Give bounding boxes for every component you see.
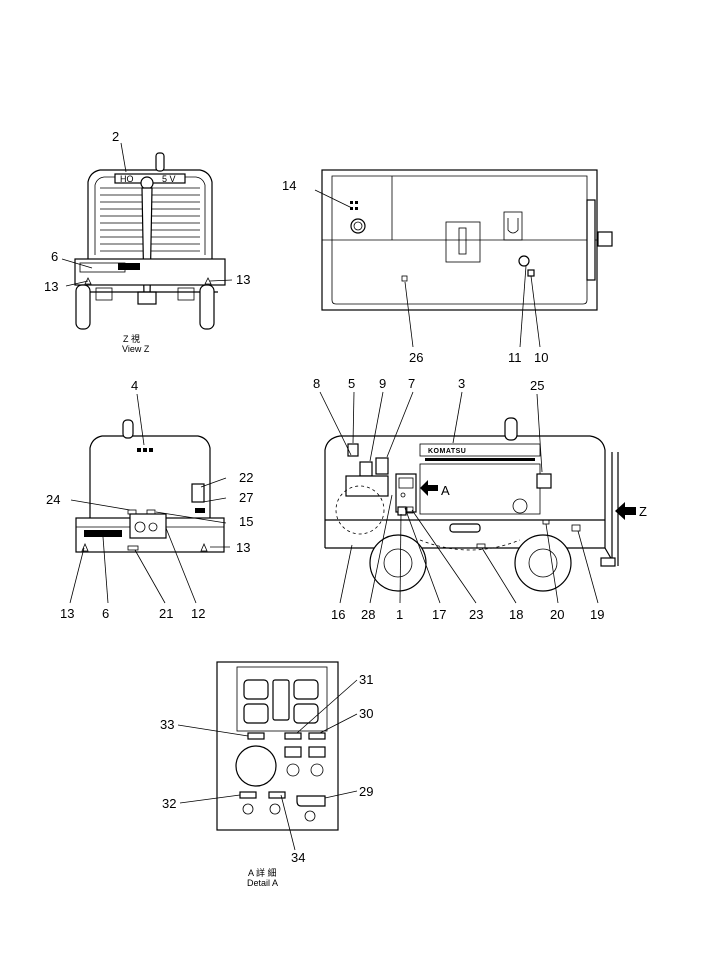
wheel-front-side	[369, 534, 427, 592]
decal-30	[308, 732, 326, 740]
callout-29: 29	[359, 784, 373, 799]
callout-25: 25	[530, 378, 544, 393]
callout-13-rear-left: 13	[60, 606, 74, 621]
callout-31: 31	[359, 672, 373, 687]
nameplate-text-left: HO	[120, 174, 134, 184]
callout-20: 20	[550, 607, 564, 622]
decal-33	[247, 732, 265, 740]
callout-17: 17	[432, 607, 446, 622]
brand-decal: KOMATSU	[428, 448, 466, 455]
rear-view: 4 22 24 27 15 13 13 6 21 12	[46, 378, 253, 621]
callout-13-rear-right: 13	[236, 540, 250, 555]
callout-13-left: 13	[44, 279, 58, 294]
detail-a-caption-jp: A 詳 細	[248, 867, 277, 878]
callout-9: 9	[379, 376, 386, 391]
callout-3: 3	[458, 376, 465, 391]
view-z-caption-jp: Z 視	[123, 333, 140, 344]
wheel-left	[75, 284, 91, 330]
rear-plate	[84, 530, 122, 537]
callout-34: 34	[291, 850, 305, 865]
callout-32: 32	[162, 796, 176, 811]
instrument-box	[345, 475, 389, 497]
top-view: 14 26 11 10	[282, 169, 613, 365]
callout-1: 1	[396, 607, 403, 622]
callout-13-right: 13	[236, 272, 250, 287]
callout-16: 16	[331, 607, 345, 622]
filler-cap	[140, 176, 154, 190]
decal-25	[536, 473, 552, 489]
arrow-a-label: A	[441, 483, 450, 498]
callout-7: 7	[408, 376, 415, 391]
callout-22: 22	[239, 470, 253, 485]
tow-eye	[137, 291, 157, 305]
decal-29	[296, 795, 326, 807]
callout-12: 12	[191, 606, 205, 621]
arrow-a	[420, 480, 438, 496]
callout-27: 27	[239, 490, 253, 505]
decal-5	[347, 443, 359, 457]
fuel-cap	[350, 218, 366, 234]
exhaust-stack	[504, 417, 518, 441]
decal-34	[268, 791, 286, 799]
arrow-z-label: Z	[639, 504, 647, 519]
detail-a: 31 30 33 32 29 34 A 詳 細 Detail A	[160, 661, 373, 888]
tow-hitch-top	[597, 231, 613, 247]
lifting-hook	[155, 152, 165, 172]
callout-33: 33	[160, 717, 174, 732]
callout-2: 2	[112, 129, 119, 144]
nameplate-text-right: 5 V	[162, 174, 176, 184]
callout-5: 5	[348, 376, 355, 391]
wheel-rear-side	[514, 534, 572, 592]
cable-outlet	[191, 483, 205, 503]
callout-8: 8	[313, 376, 320, 391]
callout-28: 28	[361, 607, 375, 622]
arrow-z	[615, 502, 636, 520]
callout-15: 15	[239, 514, 253, 529]
callout-26: 26	[409, 350, 423, 365]
side-view: KOMATSU A Z	[313, 376, 647, 622]
callout-18: 18	[509, 607, 523, 622]
callout-4: 4	[131, 378, 138, 393]
callout-19: 19	[590, 607, 604, 622]
callout-21: 21	[159, 606, 173, 621]
gauge-dial	[235, 745, 277, 787]
callout-11: 11	[508, 350, 522, 365]
callout-30: 30	[359, 706, 373, 721]
decal-32	[239, 791, 257, 799]
callout-23: 23	[469, 607, 483, 622]
decal-31	[284, 732, 302, 740]
view-z-caption: View Z	[122, 344, 150, 354]
lifting-hook-rear	[122, 419, 134, 439]
callout-14: 14	[282, 178, 296, 193]
wheel-right	[199, 284, 215, 330]
detail-panel	[216, 661, 339, 831]
callout-6: 6	[51, 249, 58, 264]
callout-10: 10	[534, 350, 548, 365]
callout-24: 24	[46, 492, 60, 507]
view-z: HO 5 V 2 6 13 13 Z 視 View Z	[44, 129, 250, 354]
callout-6-rear: 6	[102, 606, 109, 621]
detail-a-caption: Detail A	[247, 878, 278, 888]
drain-valve	[518, 255, 530, 267]
